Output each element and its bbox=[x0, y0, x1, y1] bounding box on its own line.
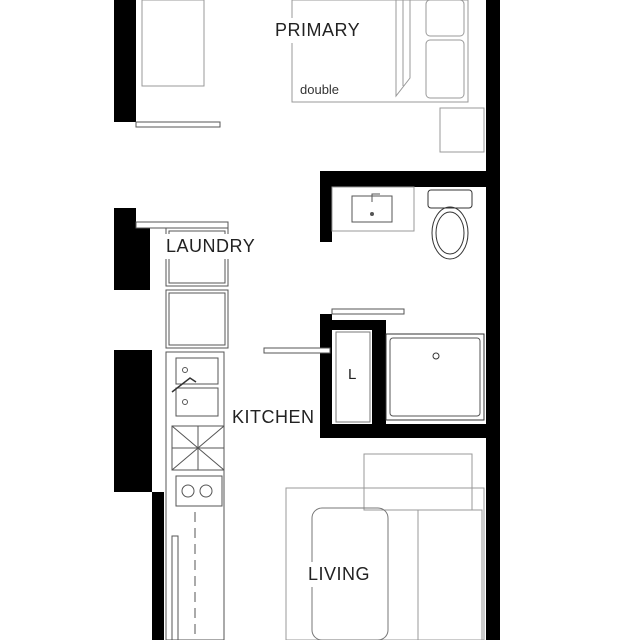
washer-inner bbox=[168, 292, 226, 346]
counter bbox=[165, 351, 225, 640]
room-label-laundry: LAUNDRY bbox=[162, 234, 260, 259]
basin-drain bbox=[370, 212, 374, 216]
toilet-bowl bbox=[431, 206, 469, 260]
kitchen-door-thin bbox=[171, 535, 179, 640]
sink-top bbox=[175, 357, 219, 385]
linen-door-leaf bbox=[263, 347, 331, 354]
wall-left-living bbox=[152, 492, 164, 640]
sink-drain-top bbox=[182, 367, 188, 373]
faucet bbox=[371, 193, 380, 202]
kitchen-counter bbox=[165, 351, 225, 640]
wall-left-kitchen bbox=[114, 350, 152, 492]
primary-door bbox=[135, 121, 221, 128]
shower-drain bbox=[432, 352, 440, 360]
living-furniture bbox=[285, 453, 485, 640]
toilet-tank bbox=[427, 189, 473, 209]
double-bed bbox=[291, 0, 469, 103]
sink-faucet bbox=[171, 377, 197, 393]
living-rug bbox=[285, 487, 485, 640]
wall-bathroom-bottom bbox=[320, 424, 500, 438]
room-label-living: LIVING bbox=[304, 562, 375, 587]
dishwasher-dial-1 bbox=[181, 484, 195, 498]
nightstand bbox=[439, 107, 485, 153]
linen-shelf bbox=[335, 331, 371, 423]
wall-bathroom-top bbox=[320, 171, 500, 187]
sink-drain-bottom bbox=[182, 399, 188, 405]
washer bbox=[165, 289, 229, 349]
dishwasher bbox=[175, 475, 223, 507]
room-label-kitchen: KITCHEN bbox=[228, 405, 319, 430]
shower-base bbox=[385, 333, 485, 421]
toilet-seat bbox=[435, 211, 465, 255]
sofa-seat bbox=[417, 509, 483, 640]
door-leaf bbox=[135, 121, 221, 128]
dishwasher-dial-2 bbox=[199, 484, 213, 498]
sofa-back bbox=[363, 453, 473, 511]
primary-furniture bbox=[141, 0, 485, 153]
bed-pillow-upper bbox=[425, 0, 465, 37]
bathroom-doors bbox=[263, 308, 405, 354]
wall-laundry-left-thin bbox=[136, 228, 150, 290]
linen-closet bbox=[335, 331, 371, 423]
wall-linen-top bbox=[320, 320, 384, 330]
wall-left-primary bbox=[114, 0, 136, 122]
bed-size-label: double bbox=[300, 82, 340, 97]
walls bbox=[114, 0, 500, 640]
shower-inner bbox=[389, 337, 481, 417]
bathroom-fixtures bbox=[331, 186, 485, 421]
wall-linen-divider bbox=[372, 320, 386, 424]
laundry-shelf bbox=[135, 221, 229, 229]
dresser bbox=[141, 0, 205, 87]
wall-bathroom-left-lower bbox=[320, 314, 332, 438]
wall-right-exterior bbox=[486, 0, 500, 640]
bed-blanket-fold bbox=[395, 0, 411, 98]
bed-pillow-lower bbox=[425, 39, 465, 99]
bathroom-door-leaf bbox=[331, 308, 405, 315]
wall-left-laundry bbox=[114, 208, 136, 290]
sink-bottom bbox=[175, 387, 219, 417]
linen-closet-label: L bbox=[348, 366, 357, 383]
room-label-primary: PRIMARY bbox=[217, 18, 365, 43]
wall-bathroom-left-upper bbox=[320, 171, 332, 242]
vanity bbox=[331, 186, 415, 232]
